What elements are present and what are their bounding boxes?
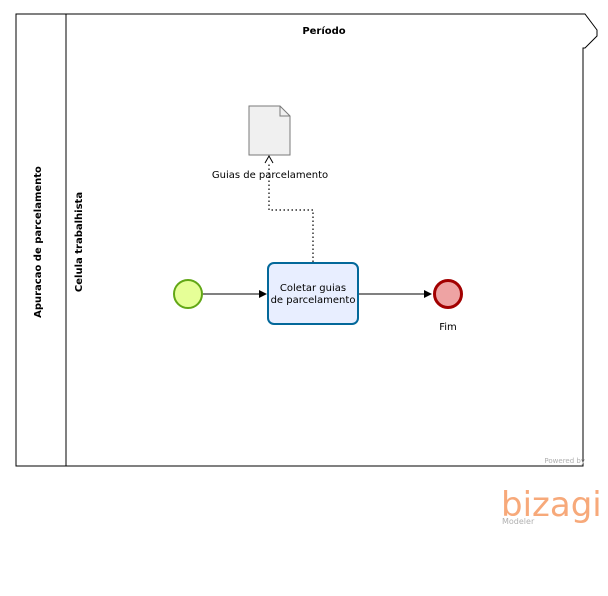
association-arrowhead <box>264 154 274 164</box>
flow-arrowhead-1 <box>259 290 267 298</box>
pool-frame <box>15 13 598 467</box>
bizagi-logo: Powered by bizagi Modeler <box>501 457 602 526</box>
milestone-label: Período <box>302 25 345 37</box>
branding-powered-by: Powered by <box>544 457 585 465</box>
lane-label: Celula trabalhista <box>74 192 85 292</box>
end-event-label: Fim <box>439 322 457 333</box>
branding-brand: bizagi <box>501 485 602 525</box>
pool-label: Apuracao de parcelamento <box>33 166 44 318</box>
data-object-document[interactable] <box>248 105 291 156</box>
flow-arrowhead-2 <box>424 290 432 298</box>
task-collect-guides[interactable] <box>267 262 359 325</box>
start-event[interactable] <box>173 279 203 309</box>
data-association <box>268 162 314 262</box>
end-event[interactable] <box>433 279 463 309</box>
branding-product: Modeler <box>502 517 535 526</box>
task-label-line1: Coletar guias <box>280 283 346 294</box>
data-object-label: Guias de parcelamento <box>212 170 328 181</box>
task-label-line2: de parcelamento <box>271 295 356 306</box>
